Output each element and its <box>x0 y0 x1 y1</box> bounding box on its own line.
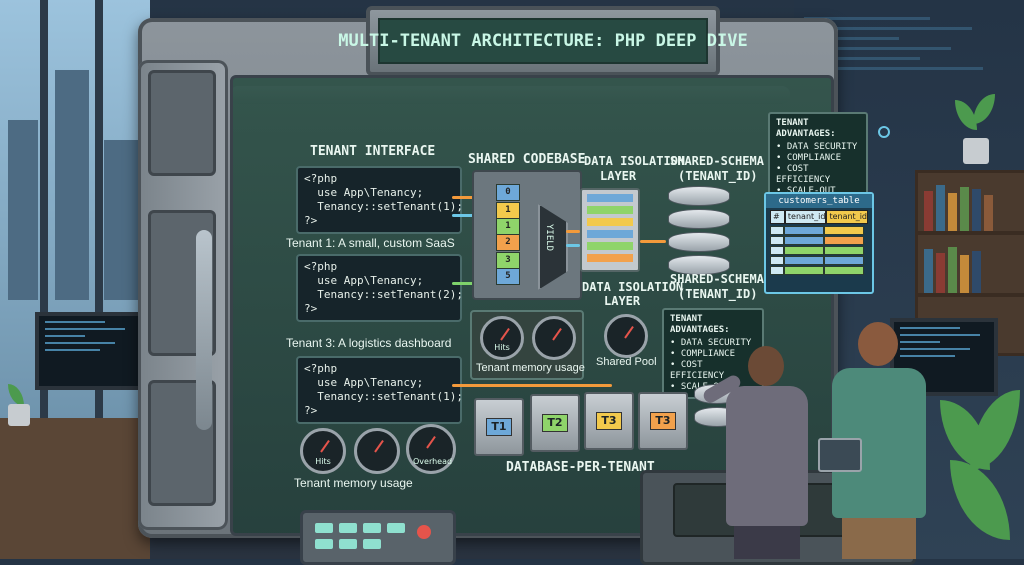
shared-pool-gauge <box>604 314 648 358</box>
potted-plant <box>0 380 40 430</box>
woman-body <box>726 386 808 526</box>
large-plant <box>930 380 1024 559</box>
shared-schema-label-top-2: (TENANT_ID) <box>678 169 758 183</box>
shared-schema-label-top: SHARED-SCHEMA <box>670 154 764 168</box>
codebase-block: 1 <box>496 202 520 219</box>
window-frame-bar <box>40 0 48 420</box>
code-block-tenant-2: <?php use App\Tenancy; Tenancy::setTenan… <box>296 254 463 322</box>
customers-table-header: # tenant_id tenant_id <box>770 210 868 224</box>
data-isolation-label-bottom-2: LAYER <box>604 294 641 308</box>
city-building <box>8 120 38 300</box>
code-block-tenant-3: <?php use App\Tenancy; Tenancy::setTenan… <box>296 356 463 424</box>
flow-line <box>640 240 666 243</box>
flow-line <box>566 244 580 247</box>
shared-pool-label: Shared Pool <box>596 356 657 368</box>
hits-gauge: Hits <box>300 428 346 474</box>
tenant-memory-usage-label: Tenant memory usage <box>476 362 585 374</box>
office-window <box>0 0 150 420</box>
developer-man <box>818 318 934 559</box>
machine-side-column <box>138 60 228 530</box>
code-block-tenant-1: <?php use App\Tenancy; Tenancy::setTenan… <box>296 166 463 234</box>
connector-node-icon <box>878 126 890 138</box>
data-isolation-label-bottom: DATA ISOLATION <box>582 280 684 294</box>
database-per-tenant-label: DATABASE-PER-TENANT <box>506 460 655 475</box>
title-plate: MULTI-TENANT ARCHITECTURE: PHP DEEP DIVE <box>338 6 748 76</box>
woman-head <box>748 346 784 386</box>
wall-code-lines <box>804 10 1014 130</box>
background-monitor <box>35 312 143 390</box>
window-frame-bar <box>95 0 103 420</box>
side-pipe <box>196 230 212 430</box>
city-building <box>104 140 144 300</box>
overhead-gauge: Overhead <box>406 424 456 474</box>
shared-codebase-label: SHARED CODEBASE <box>468 152 586 167</box>
desk <box>0 418 150 559</box>
tenant-database-server: T1 <box>474 398 524 456</box>
customers-table-title: customers_table <box>766 194 872 208</box>
data-isolation-label-top-2: LAYER <box>600 169 637 183</box>
codebase-block: 0 <box>496 184 520 201</box>
man-head <box>858 322 898 366</box>
data-isolation-label-top: DATA ISOLATION <box>584 154 686 168</box>
tenant-3-label: Tenant 3: A logistics dashboard <box>286 336 452 350</box>
memory-gauge <box>354 428 400 474</box>
tenant-advantages-box-top: TENANT ADVANTAGES: • DATA SECURITY • COM… <box>768 112 868 203</box>
control-keypad <box>300 510 456 565</box>
city-building <box>55 70 89 300</box>
potted-plant <box>945 90 1005 170</box>
woman-legs <box>734 526 800 559</box>
memory-gauge <box>532 316 576 360</box>
tenant-database-server: T2 <box>530 394 580 452</box>
side-panel <box>148 70 216 176</box>
codebase-block: 2 <box>496 234 520 251</box>
tenant-interface-label: TENANT INTERFACE <box>310 144 436 159</box>
tenant-1-label: Tenant 1: A small, custom SaaS <box>286 236 455 250</box>
codebase-block: 1 <box>496 218 520 235</box>
shared-schema-label-bottom: SHARED-SCHEMA <box>670 272 764 286</box>
shared-schema-database <box>668 186 730 282</box>
side-panel <box>148 380 216 506</box>
hits-gauge: Hits <box>480 316 524 360</box>
tablet-device <box>818 438 862 472</box>
data-isolation-layer <box>580 188 640 272</box>
page-title: MULTI-TENANT ARCHITECTURE: PHP DEEP DIVE <box>338 18 748 64</box>
codebase-block: 5 <box>496 268 520 285</box>
man-legs <box>842 518 916 559</box>
flow-line <box>452 384 612 387</box>
red-button-icon <box>417 525 431 539</box>
flow-line <box>566 230 580 233</box>
developer-woman <box>701 342 822 559</box>
tenant-database-server: T3 <box>638 392 688 450</box>
customers-table: customers_table # tenant_id tenant_id <box>764 192 874 294</box>
codebase-block: 3 <box>496 252 520 269</box>
tenant-database-server: T3 <box>584 392 634 450</box>
shared-schema-label-bottom-2: (TENANT_ID) <box>678 287 758 301</box>
tenant-memory-usage-bottom-label: Tenant memory usage <box>294 476 413 490</box>
